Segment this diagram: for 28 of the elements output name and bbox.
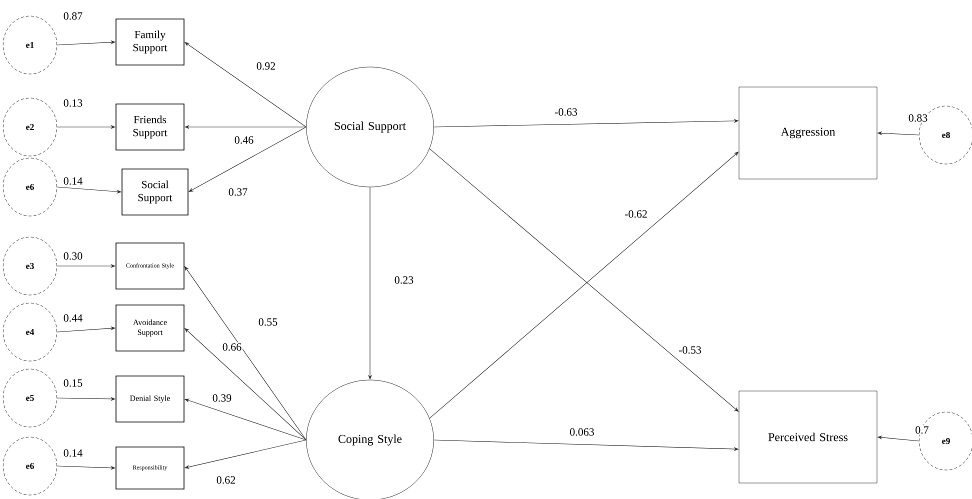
edge-label: 0.62 [215,475,237,485]
edge-label: 0.063 [568,427,596,437]
indicator-box: Avoidance Support [116,304,184,352]
edge-label: 0.14 [62,176,84,186]
edge-label: -0.62 [624,209,648,219]
edge-label: 0.39 [211,393,233,403]
edge-label: 0.55 [257,317,279,327]
indicator-box: Friends Support [116,104,184,150]
edge-label: 0.7 [914,425,930,435]
edge-label: 0.46 [233,135,255,145]
indicator-box: Denial Style [116,376,184,422]
edge-label: 0.30 [62,251,84,261]
indicator-box: Social Support [122,168,188,216]
edge-label: 0.37 [227,187,249,197]
indicator-box: Family Support [116,18,184,66]
edge-label: 0.23 [393,275,415,285]
edge-label: 0.15 [62,378,84,388]
edge-label: -0.63 [554,107,578,117]
edge-label: 0.66 [221,342,243,352]
edge-label: -0.53 [678,345,702,355]
edge-label: 0.87 [62,11,84,21]
edge-label: 0.83 [907,113,929,123]
outcome-box: Aggression [738,86,878,180]
edge-label: 0.44 [62,313,84,323]
edge-label: 0.92 [255,61,277,71]
edge-label: 0.14 [62,448,84,458]
edge-label: 0.13 [62,98,84,108]
outcome-box: Perceived Stress [738,390,878,484]
